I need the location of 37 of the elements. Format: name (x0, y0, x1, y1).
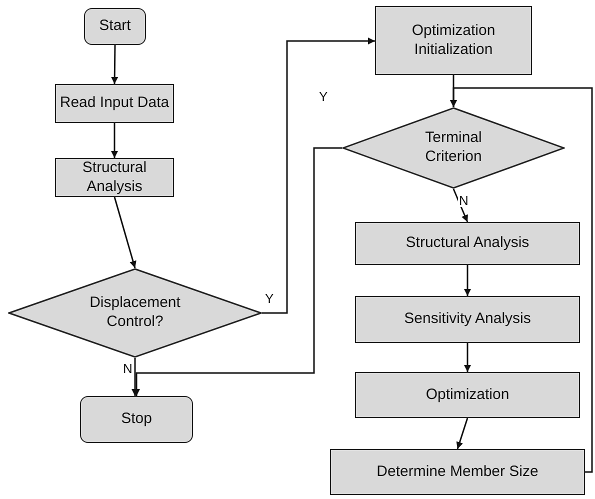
node-label: Terminal Criterion (424, 129, 483, 167)
arrow (464, 343, 471, 372)
node-label: Sensitivity Analysis (404, 310, 531, 329)
process-box (55, 84, 174, 123)
node-label: Read Input Data (60, 94, 170, 113)
process-box (355, 222, 580, 265)
process-box (330, 449, 585, 495)
node-label: Determine Member Size (376, 462, 538, 482)
process-box (355, 296, 580, 343)
node-label: Optimization (426, 386, 510, 404)
decision-diamond (8, 268, 262, 358)
node-label: Structural Analysis (406, 234, 530, 253)
arrow (456, 418, 468, 450)
process-box (375, 6, 532, 75)
arrow (114, 196, 136, 268)
terminal-box (84, 8, 146, 45)
edge-label: Y (264, 292, 275, 305)
edge-label: N (122, 362, 134, 375)
arrow (111, 44, 118, 84)
process-box (55, 158, 174, 197)
arrow (262, 38, 375, 314)
process-box (355, 372, 580, 418)
node-label: Displacement Control? (88, 294, 182, 332)
node-label: Start (99, 17, 131, 36)
arrow (450, 87, 593, 473)
arrow (132, 358, 138, 396)
arrow (452, 188, 468, 222)
node-label: Structural Analysis (81, 158, 148, 196)
edge-label: Y (318, 90, 329, 103)
arrow (133, 147, 342, 396)
arrow (464, 265, 471, 296)
edge-label: N (458, 194, 470, 207)
node-label: Optimization Initialization (410, 22, 496, 60)
node-label: Stop (121, 410, 152, 429)
terminal-box (80, 396, 193, 443)
decision-diamond (342, 107, 565, 189)
arrow (111, 123, 118, 158)
